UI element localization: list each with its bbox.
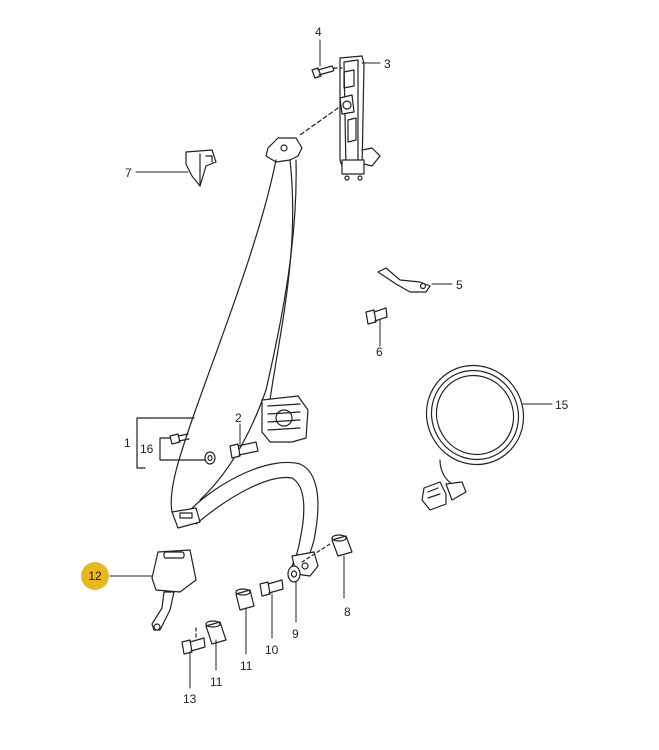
callout-6: 6 <box>376 345 383 359</box>
buckle-12 <box>151 549 197 631</box>
callout-12-highlighted[interactable]: 12 <box>81 562 109 590</box>
washer-9 <box>287 565 301 583</box>
leader-lines <box>109 39 553 689</box>
callout-2: 2 <box>235 411 242 425</box>
bolt-10 <box>259 579 284 597</box>
callout-10: 10 <box>265 643 279 657</box>
bolt-16 <box>169 433 190 445</box>
belt-webbing <box>170 137 319 577</box>
height-adjuster-rail <box>339 55 381 181</box>
callout-7: 7 <box>125 166 132 180</box>
washer-16 <box>204 451 216 465</box>
callout-5: 5 <box>456 278 463 292</box>
cover-cap-7 <box>185 149 217 187</box>
bolt-6 <box>365 307 388 325</box>
bolt-2 <box>229 441 259 459</box>
callout-11-lower: 11 <box>210 675 223 689</box>
spacer-11a <box>205 620 227 645</box>
bolt-4 <box>311 65 335 79</box>
spacer-11b <box>235 588 255 611</box>
cap-8 <box>331 534 353 557</box>
callout-13: 13 <box>183 692 197 706</box>
bolt-13 <box>181 637 206 655</box>
callout-4: 4 <box>315 25 322 39</box>
callout-8: 8 <box>344 605 351 619</box>
callout-11-upper: 11 <box>240 659 253 673</box>
callout-3: 3 <box>384 57 391 71</box>
cable-harness-15 <box>421 364 525 511</box>
callout-9: 9 <box>292 627 299 641</box>
callout-15: 15 <box>555 398 569 412</box>
bracket-5 <box>377 267 431 293</box>
callout-16: 16 <box>140 442 154 456</box>
callout-1: 1 <box>124 436 131 450</box>
